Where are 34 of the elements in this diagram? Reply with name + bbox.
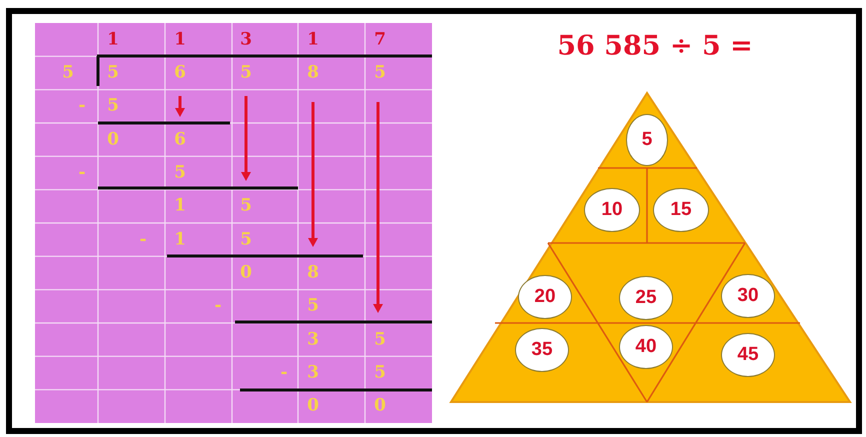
quotient-digit: 3 — [240, 31, 252, 48]
digit: 0 — [240, 264, 252, 282]
minus-sign: - — [139, 231, 147, 248]
digit: 0 — [107, 131, 119, 148]
minus-sign: - — [78, 164, 86, 182]
minus-sign: - — [214, 298, 222, 315]
quotient-digit: 1 — [107, 31, 119, 48]
digit: 1 — [174, 198, 186, 215]
divisor-digit: 5 — [62, 64, 74, 82]
minus-sign: - — [280, 364, 288, 382]
quotient-digit: 1 — [174, 31, 186, 48]
digit: 5 — [107, 64, 119, 82]
minus-sign: - — [78, 98, 86, 115]
digit: 0 — [374, 398, 386, 415]
digit: 5 — [374, 364, 386, 382]
digit: 5 — [374, 64, 386, 82]
digit: 5 — [374, 331, 386, 348]
quotient-digit: 1 — [307, 31, 319, 48]
digit: 1 — [174, 231, 186, 248]
digit: 0 — [307, 398, 319, 415]
digit: 6 — [174, 64, 186, 82]
digit: 5 — [107, 98, 119, 115]
digit: 8 — [307, 264, 319, 282]
digit: 3 — [307, 364, 319, 382]
digit: 5 — [174, 164, 186, 182]
digit: 8 — [307, 64, 319, 82]
equation-title: 56 585 ÷ 5 = — [557, 30, 753, 62]
digit: 3 — [307, 331, 319, 348]
digit: 5 — [307, 298, 319, 315]
digit: 6 — [174, 131, 186, 148]
digit: 5 — [240, 198, 252, 215]
quotient-digit: 7 — [374, 31, 386, 48]
digit: 5 — [240, 64, 252, 82]
digit: 5 — [240, 231, 252, 248]
